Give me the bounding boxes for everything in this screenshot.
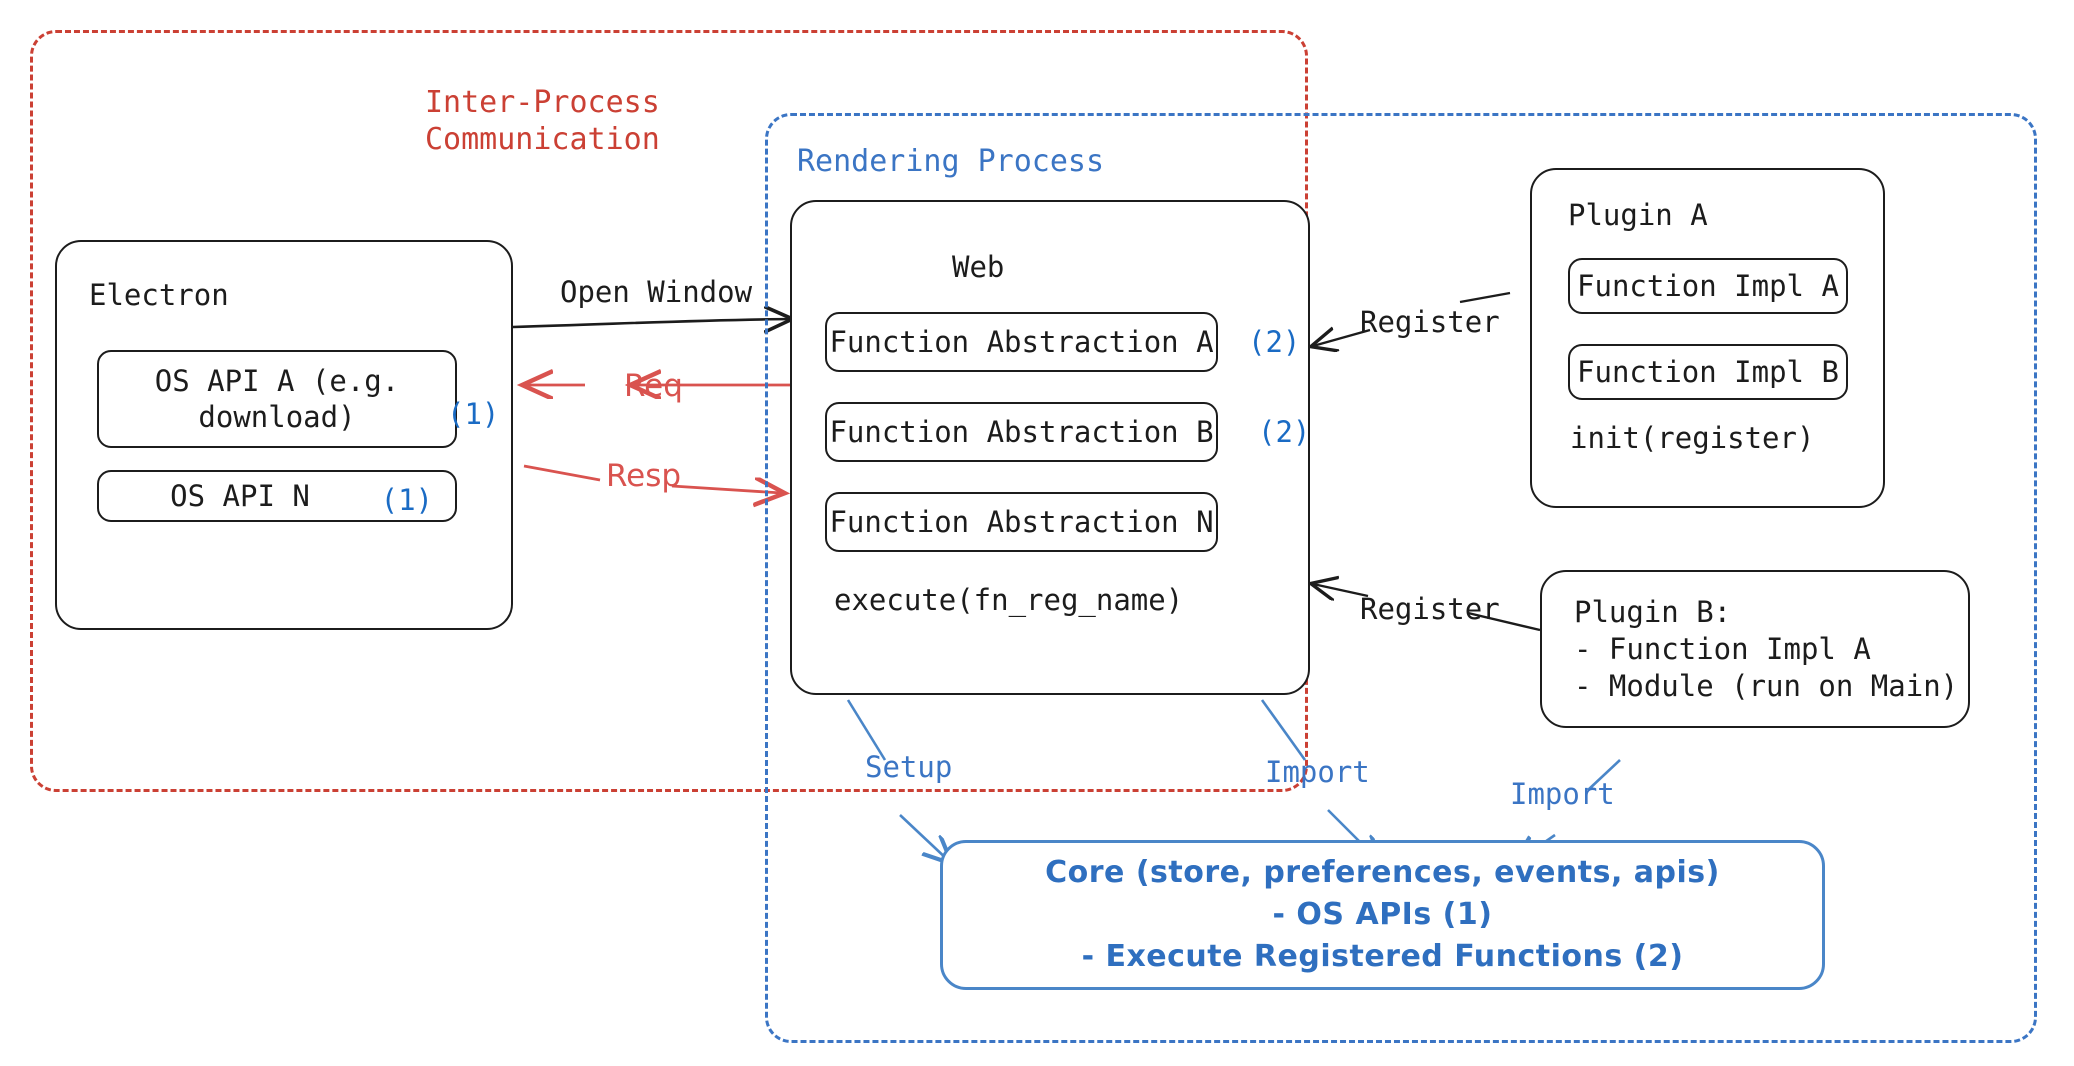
plugin-a-init-label: init(register) [1570,421,1815,455]
region-rendering-process [765,113,2037,1043]
function-abstraction-a-box[interactable]: Function Abstraction A [825,312,1218,372]
web-title: Web [952,250,1005,284]
edge-label-resp: Resp [606,458,682,494]
region-rendering-process-label: Rendering Process [797,144,1105,179]
os-api-n-label: OS API N [170,478,310,513]
electron-box[interactable]: Electron OS API A (e.g. download) (1) OS… [55,240,513,630]
edge-label-req: Req [624,368,683,404]
edge-label-setup: Setup [865,750,953,784]
function-abstraction-n-box[interactable]: Function Abstraction N [825,492,1218,552]
os-api-a-marker: (1) [447,397,500,431]
function-abstraction-b-marker: (2) [1258,415,1311,449]
os-api-a-box[interactable]: OS API A (e.g. download) [97,350,457,448]
function-abstraction-a-label: Function Abstraction A [829,324,1214,359]
web-execute-label: execute(fn_reg_name) [834,583,1184,617]
os-api-a-label: OS API A (e.g. download) [154,363,400,434]
plugin-b-box[interactable]: Plugin B: - Function Impl A - Module (ru… [1540,570,1970,728]
function-abstraction-a-marker: (2) [1248,325,1301,359]
core-text: Core (store, preferences, events, apis) … [1045,855,1720,974]
electron-title: Electron [89,278,229,312]
function-abstraction-b-box[interactable]: Function Abstraction B [825,402,1218,462]
os-api-n-marker: (1) [380,483,433,517]
plugin-b-text: Plugin B: - Function Impl A - Module (ru… [1574,595,1959,704]
edge-label-import-web: Import [1265,755,1370,789]
edge-label-register-plugin-b: Register [1360,592,1500,626]
function-impl-a-label: Function Impl A [1577,268,1839,303]
edge-label-import-plugin: Import [1510,777,1615,811]
edge-label-register-plugin-a: Register [1360,305,1500,339]
function-impl-a-box[interactable]: Function Impl A [1568,258,1848,314]
plugin-a-box[interactable]: Plugin A Function Impl A Function Impl B… [1530,168,1885,508]
function-abstraction-n-label: Function Abstraction N [829,504,1214,539]
os-api-n-box[interactable]: OS API N (1) [97,470,457,522]
core-box[interactable]: Core (store, preferences, events, apis) … [940,840,1825,990]
edge-label-open-window: Open Window [560,275,753,309]
function-abstraction-b-label: Function Abstraction B [829,414,1214,449]
region-ipc-label: Inter-Process Communication [425,85,660,157]
web-box[interactable]: Web Function Abstraction A Function Abst… [790,200,1310,695]
plugin-a-title: Plugin A [1568,198,1708,232]
function-impl-b-box[interactable]: Function Impl B [1568,344,1848,400]
function-impl-b-label: Function Impl B [1577,354,1839,389]
